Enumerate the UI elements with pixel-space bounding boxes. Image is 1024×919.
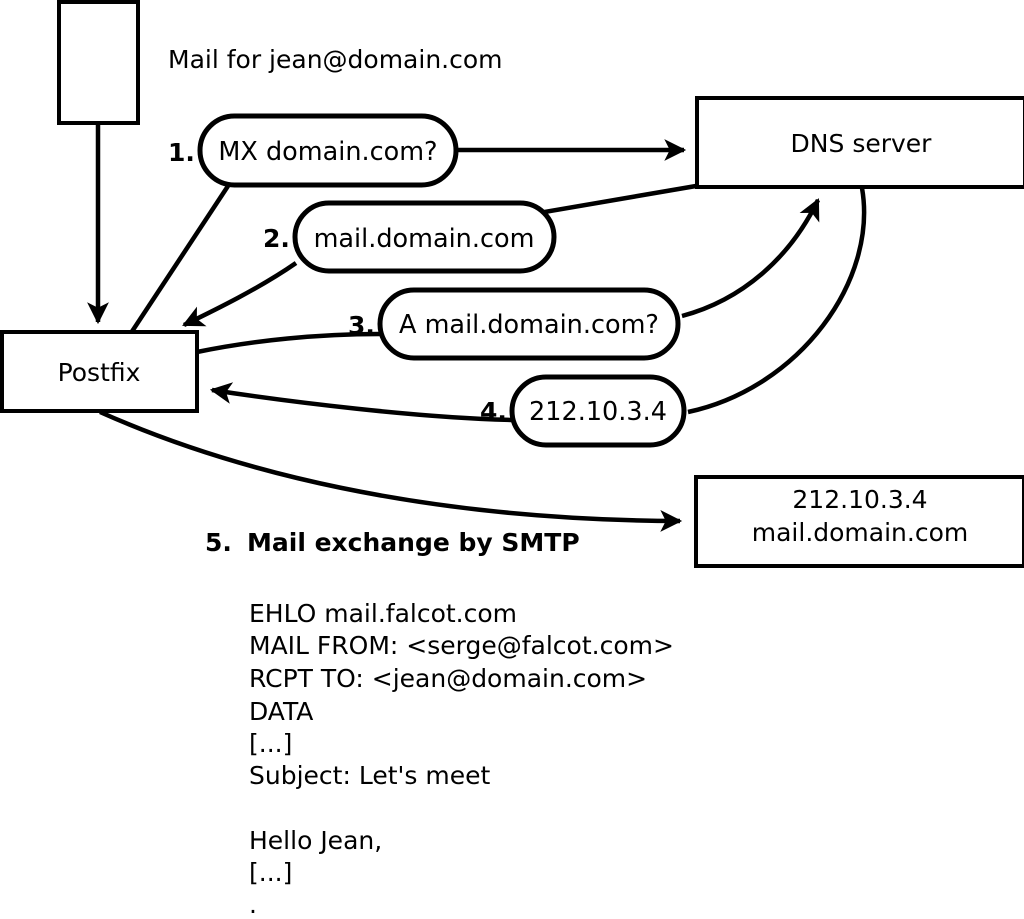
edge-step3-to-dns — [681, 198, 821, 319]
step-2-number: 2. — [263, 224, 290, 253]
edge-step5-smtp — [99, 409, 683, 532]
dns-node-label: DNS server — [791, 129, 933, 158]
step-4-pill — [509, 374, 687, 448]
step-4-number: 4. — [480, 397, 507, 426]
edge-step2-to-postfix — [182, 261, 298, 328]
step-3-number: 3. — [348, 311, 375, 340]
postfix-node — [0, 330, 199, 413]
smtp-transcript-line: [...] — [249, 858, 292, 887]
smtp-transcript-line: RCPT TO: <jean@domain.com> — [249, 664, 647, 693]
sender-node — [57, 0, 140, 125]
step-1-pill — [197, 113, 459, 188]
step-1-label: MX domain.com? — [218, 137, 437, 167]
step-5-number: 5. — [205, 528, 232, 557]
target-mail-server-hostname: mail.domain.com — [752, 518, 968, 547]
step-2-label: mail.domain.com — [314, 224, 535, 254]
dns-node — [695, 96, 1024, 189]
step-2-pill — [292, 200, 557, 274]
postfix-node-label: Postfix — [58, 358, 141, 387]
mail-for-caption: Mail for jean@domain.com — [168, 45, 503, 74]
step-5-label: Mail exchange by SMTP — [247, 528, 580, 557]
edge-step1-leader — [129, 184, 230, 335]
step-3-pill — [377, 287, 681, 361]
smtp-transcript-line: [...] — [249, 729, 292, 758]
smtp-transcript-line: EHLO mail.falcot.com — [249, 599, 517, 628]
smtp-transcript-line: Hello Jean, — [249, 826, 382, 855]
edge-step4-to-postfix — [209, 382, 515, 423]
edge-dns-to-step4 — [687, 187, 867, 415]
smtp-transcript-line: MAIL FROM: <serge@falcot.com> — [249, 631, 674, 660]
target-mail-server-ip: 212.10.3.4 — [792, 485, 927, 514]
target-mail-server-node — [694, 475, 1024, 568]
step-1-number: 1. — [168, 138, 195, 167]
smtp-transcript-line: DATA — [249, 697, 313, 726]
smtp-transcript-line: Subject: Let's meet — [249, 761, 490, 790]
edge-postfix-to-step3 — [196, 331, 381, 355]
smtp-transcript: EHLO mail.falcot.com MAIL FROM: <serge@f… — [249, 599, 674, 919]
step-4-label: 212.10.3.4 — [529, 397, 667, 427]
smtp-transcript-line: . — [249, 890, 257, 919]
step-3-label: A mail.domain.com? — [399, 310, 659, 340]
